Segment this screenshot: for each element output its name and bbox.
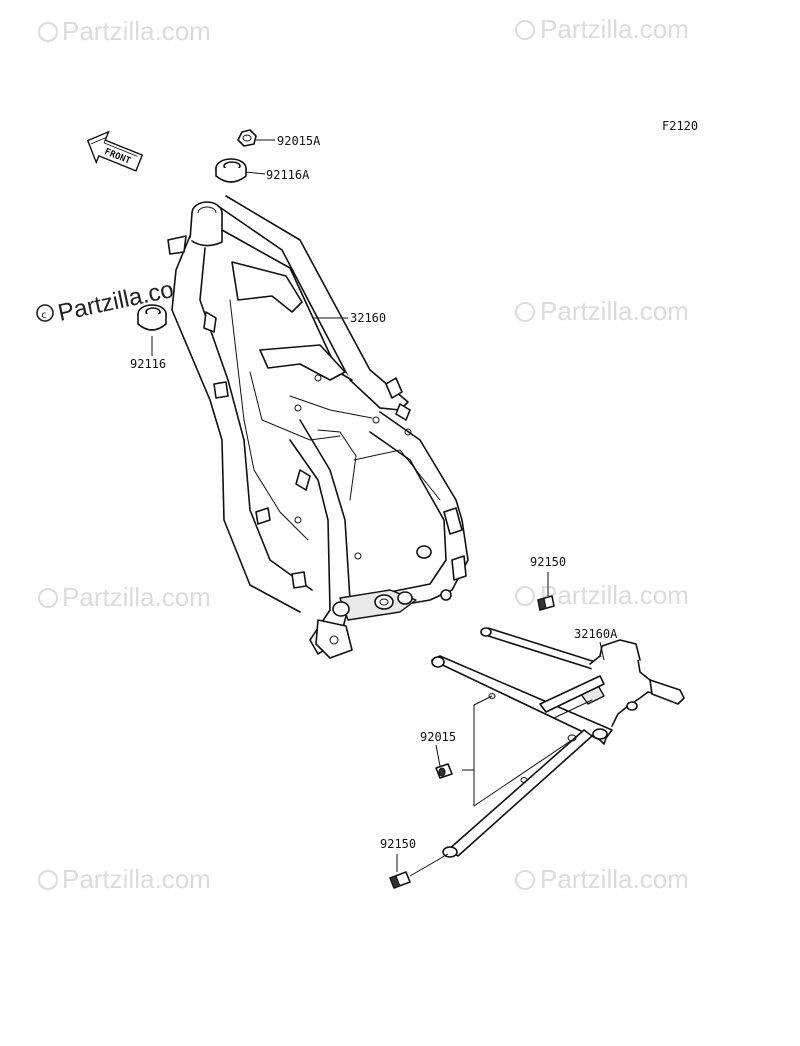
main-frame-32160 (167, 195, 469, 659)
watermark: Partzilla.com (515, 580, 689, 610)
leader-lines (151, 139, 605, 877)
callout-92150-upper: 92150 (530, 555, 566, 569)
callout-92116A: 92116A (266, 168, 310, 182)
watermark: Partzilla.com (38, 582, 211, 612)
watermarks: Partzilla.com Partzilla.com Partzilla.co… (38, 14, 689, 894)
watermark-text: Partzilla.com (540, 14, 689, 44)
diagram-ref-code: F2120 (662, 119, 698, 133)
watermark-text: Partzilla.com (62, 582, 211, 612)
watermark-text: Partzilla.com (540, 864, 689, 894)
callout-92015A: 92015A (277, 134, 321, 148)
callout-32160: 32160 (350, 311, 386, 325)
watermark: Partzilla.com (515, 296, 689, 326)
front-arrow-icon: FRONT (86, 130, 144, 172)
watermark: Partzilla.com (38, 16, 211, 46)
callout-92150-lower: 92150 (380, 837, 416, 851)
bearing-92116 (137, 304, 167, 331)
subframe-32160A (431, 627, 685, 858)
watermark-text: Partzilla.com (62, 864, 211, 894)
callout-32160A: 32160A (574, 627, 618, 641)
watermark: Partzilla.com (38, 864, 211, 894)
watermark: Partzilla.com (515, 864, 689, 894)
watermark-dark: c Partzilla.com (36, 272, 196, 327)
collar-92015 (435, 763, 453, 779)
callout-92116: 92116 (130, 357, 166, 371)
watermark-text: Partzilla.com (62, 16, 211, 46)
watermark-text: Partzilla.com (540, 580, 689, 610)
bearing-92116A (215, 158, 247, 183)
nut-92015A (237, 129, 257, 147)
bolt-92150-lower (389, 871, 411, 889)
svg-text:c: c (41, 310, 47, 321)
callout-92015: 92015 (420, 730, 456, 744)
bolt-92150-upper (537, 595, 555, 611)
watermark-text: Partzilla.com (540, 296, 689, 326)
watermark: Partzilla.com (515, 14, 689, 44)
